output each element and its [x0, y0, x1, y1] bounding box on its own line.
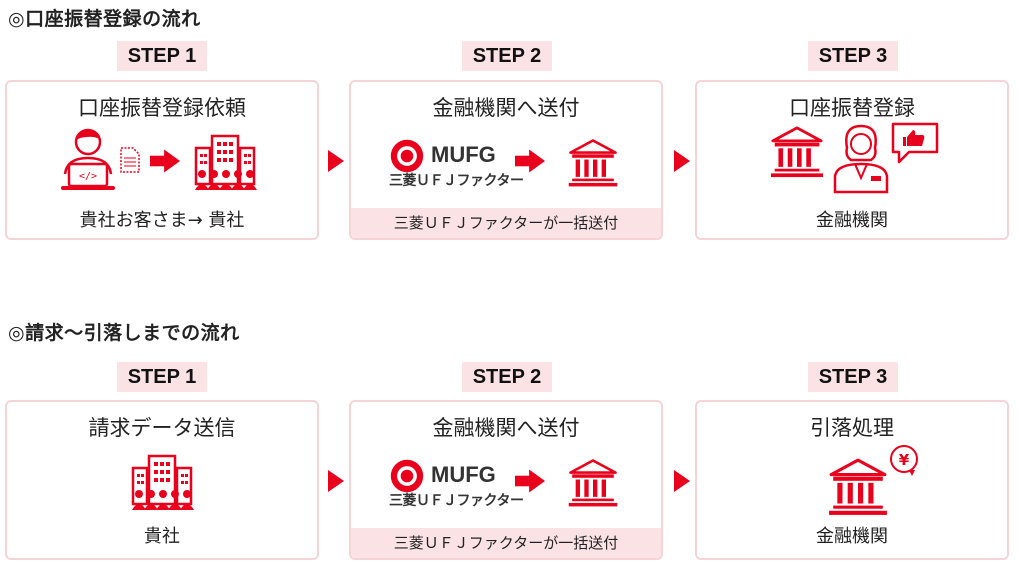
section-title-billing: ◎請求～引落しまでの流れ [8, 322, 240, 344]
step-label-2: STEP 2 [462, 362, 552, 392]
step-title: 請求データ送信 [88, 416, 236, 440]
flow-arrow-icon [515, 149, 545, 173]
step-card-3: 口座振替登録 金融機関 [695, 80, 1009, 240]
mufg-logo-icon [389, 458, 425, 494]
company-building-icon [190, 134, 260, 198]
step-card-2: 金融機関へ送付 MUFG 三菱ＵＦＪファクター 三菱ＵＦＪファクターが一括送付 [349, 400, 663, 560]
bank-icon [827, 458, 889, 516]
bank-staff-icon [833, 124, 889, 194]
step-title: 口座振替登録 [789, 96, 915, 120]
step-title: 金融機関へ送付 [432, 96, 580, 120]
step-label-1: STEP 1 [117, 41, 207, 71]
bank-icon [567, 458, 619, 508]
step-footer: 三菱ＵＦＪファクターが一括送付 [351, 528, 661, 558]
company-building-icon [127, 454, 197, 518]
flow-arrow-icon [150, 149, 180, 173]
step-label-1: STEP 1 [117, 362, 207, 392]
step-title: 引落処理 [810, 416, 894, 440]
step-title: 口座振替登録依頼 [78, 96, 246, 120]
thumbs-up-icon [891, 122, 939, 164]
step-footer: 三菱ＵＦＪファクターが一括送付 [351, 208, 661, 238]
mufg-logo: MUFG 三菱ＵＦＪファクター [389, 458, 524, 510]
step-caption: 金融機関 [816, 526, 888, 547]
step-caption: 貴社お客さま→ 貴社 [79, 210, 245, 231]
step-label-3: STEP 3 [808, 362, 898, 392]
document-icon [120, 147, 140, 173]
bank-icon [769, 126, 825, 178]
section-title-registration: ◎口座振替登録の流れ [8, 8, 201, 30]
step-label-3: STEP 3 [808, 41, 898, 71]
step-arrow [328, 150, 344, 172]
mufg-logo: MUFG 三菱ＵＦＪファクター [389, 138, 524, 190]
step-title: 金融機関へ送付 [432, 416, 580, 440]
step-arrow [674, 150, 690, 172]
step-arrow [674, 470, 690, 492]
step-card-2: 金融機関へ送付 MUFG 三菱ＵＦＪファクター 三菱ＵＦＪファクターが一括送付 [349, 80, 663, 240]
step-label-2: STEP 2 [462, 41, 552, 71]
step-arrow [328, 470, 344, 492]
svg-text:</>: </> [79, 171, 97, 182]
mufg-logo-subtitle: 三菱ＵＦＪファクター [389, 173, 524, 189]
step-card-3: 引落処理 ¥ 金融機関 [695, 400, 1009, 560]
mufg-logo-text: MUFG [431, 462, 496, 487]
mufg-logo-text: MUFG [431, 142, 496, 167]
step-caption: 貴社 [144, 526, 180, 547]
step-card-1: 口座振替登録依頼 </> 貴社お客さま→ 貴社 [5, 80, 319, 240]
person-laptop-icon: </> [61, 128, 115, 190]
yen-coin-icon: ¥ [890, 445, 918, 476]
mufg-logo-subtitle: 三菱ＵＦＪファクター [389, 493, 524, 509]
svg-text:¥: ¥ [899, 451, 910, 469]
bank-icon [567, 138, 619, 188]
mufg-logo-icon [389, 138, 425, 174]
flow-arrow-icon [515, 469, 545, 493]
step-card-1: 請求データ送信 貴社 [5, 400, 319, 560]
step-caption: 金融機関 [816, 210, 888, 231]
